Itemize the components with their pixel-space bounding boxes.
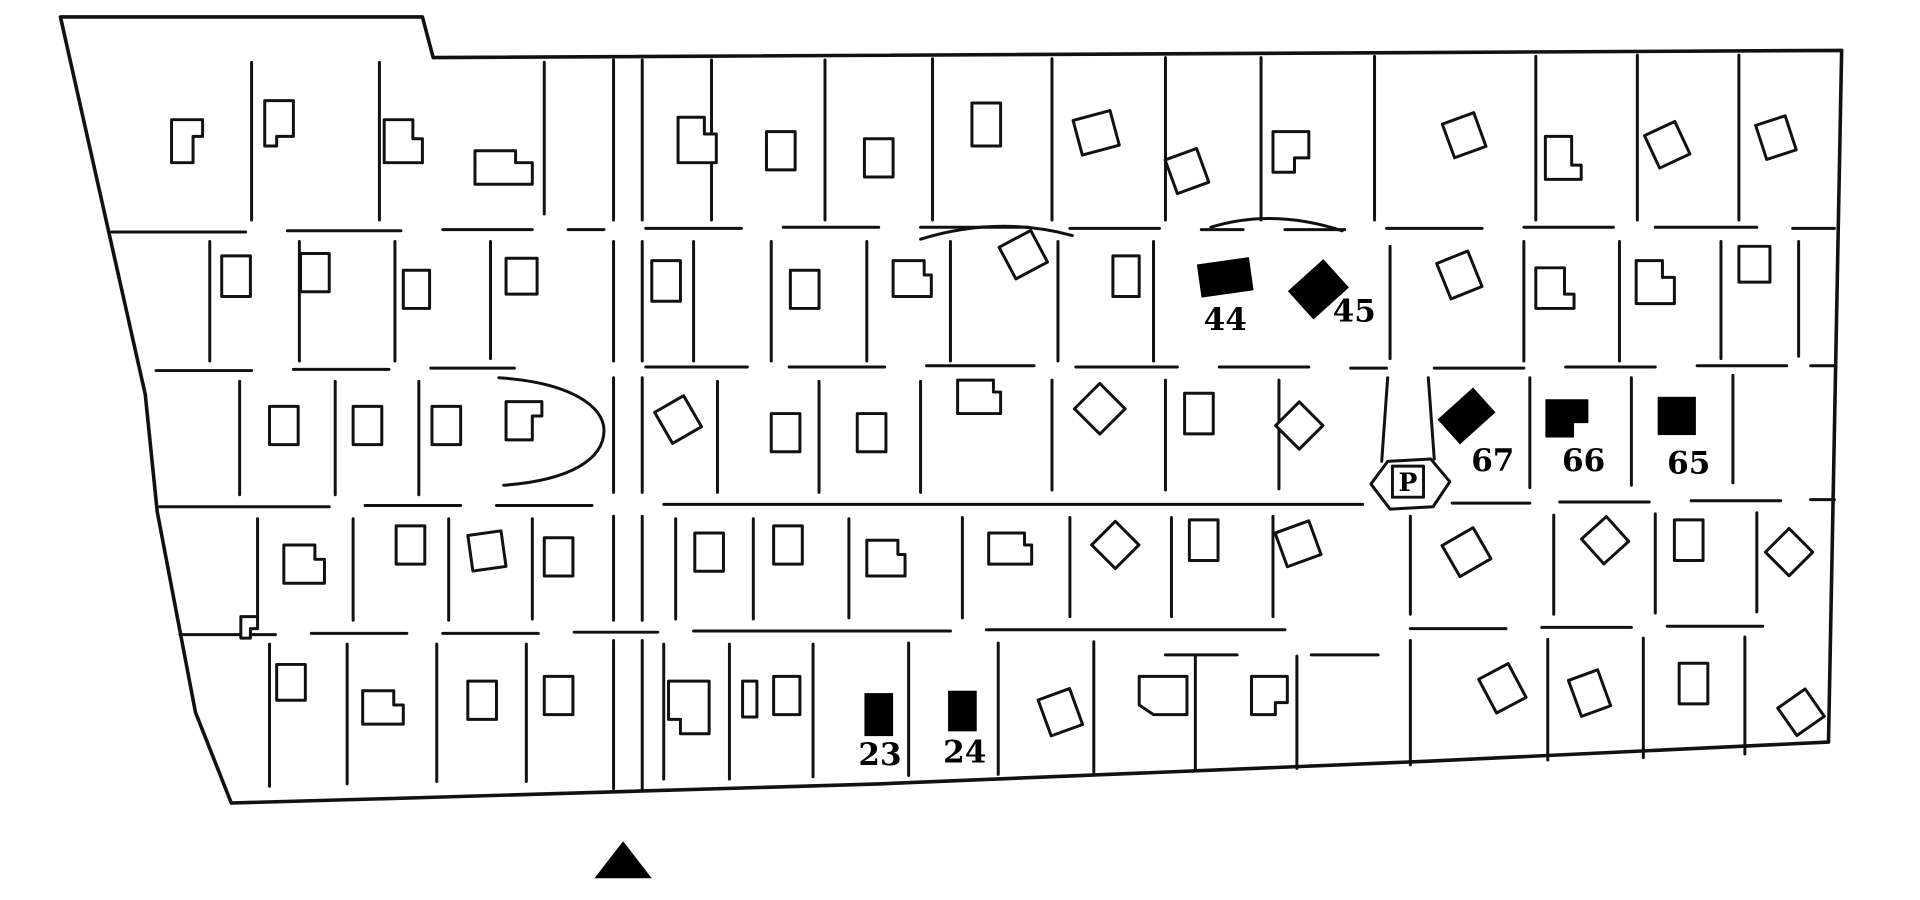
highlighted-building-24: 24 <box>943 690 986 770</box>
highlighted-buildings: 44 45 67 66 65 23 24 <box>858 257 1710 773</box>
house-outline <box>1435 249 1484 301</box>
building-44-label: 44 <box>1204 302 1247 338</box>
building-65-shape <box>1657 396 1696 436</box>
house-outlines-lshape <box>170 99 1676 736</box>
entrance-triangle-icon <box>594 841 652 879</box>
building-23-shape <box>864 693 894 737</box>
house-outline <box>1274 400 1325 451</box>
house-outline <box>1754 114 1798 161</box>
building-23-label: 23 <box>858 737 901 773</box>
building-67-shape <box>1437 387 1496 445</box>
building-44-shape <box>1196 257 1254 298</box>
building-24-shape <box>948 690 977 732</box>
building-24-label: 24 <box>943 734 986 770</box>
house-outline <box>1036 687 1085 738</box>
building-45-label: 45 <box>1333 294 1376 330</box>
house-outline <box>1642 119 1692 170</box>
house-outline <box>1440 111 1488 160</box>
house-outline <box>1579 515 1631 566</box>
parcel-boundaries <box>208 53 1801 791</box>
road-separators <box>110 225 1836 637</box>
highlighted-building-44: 44 <box>1196 257 1254 338</box>
house-outline <box>1776 687 1826 738</box>
highlighted-building-66: 66 <box>1545 399 1605 479</box>
highlighted-building-45: 45 <box>1287 259 1376 330</box>
house-outlines-rect <box>220 101 1772 721</box>
house-outline <box>653 394 704 445</box>
house-outlines-rotated <box>466 109 1826 738</box>
parking-sign-label: P <box>1399 467 1418 497</box>
building-45-shape <box>1287 259 1349 320</box>
building-66-shape <box>1545 399 1589 438</box>
curved-lanes <box>497 217 1344 487</box>
house-outline <box>1090 519 1141 571</box>
house-outline <box>466 529 508 573</box>
building-65-label: 65 <box>1667 445 1710 481</box>
building-67-label: 67 <box>1471 443 1514 479</box>
highlighted-building-65: 65 <box>1657 396 1710 481</box>
house-outline <box>1477 662 1528 715</box>
map-boundary <box>58 15 1844 805</box>
house-outline <box>1566 668 1613 718</box>
house-outline <box>997 228 1050 281</box>
house-outline <box>1163 147 1211 196</box>
house-outline <box>1071 109 1121 157</box>
house-outline <box>1273 519 1323 569</box>
highlighted-building-67: 67 <box>1437 387 1514 479</box>
building-66-label: 66 <box>1562 443 1605 479</box>
house-outline <box>1440 526 1493 579</box>
house-outline <box>1072 381 1127 436</box>
site-plan-map: 44 45 67 66 65 23 24 P <box>58 15 1844 879</box>
parking-marker: P <box>1369 457 1452 511</box>
parking-sign-box <box>1390 464 1426 499</box>
highlighted-building-23: 23 <box>858 693 902 773</box>
house-outline <box>1763 526 1815 578</box>
